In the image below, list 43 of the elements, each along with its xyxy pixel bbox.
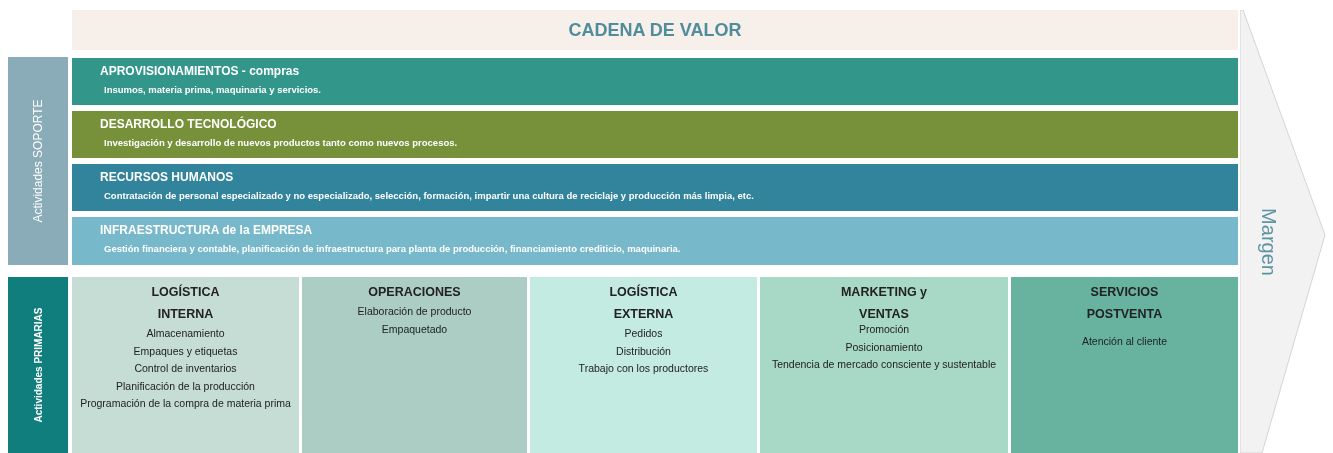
activity-heading: RECURSOS HUMANOS	[100, 170, 234, 184]
activity-item: Elaboración de producto	[357, 304, 472, 319]
activity-item: Tendencia de mercado consciente y sustentable	[771, 357, 997, 372]
margin-label: Margen	[1256, 208, 1280, 276]
band-label: Actividades PRIMARIAS	[32, 307, 44, 423]
side-band	[8, 277, 68, 453]
activity-item: Planificación de la producción	[116, 378, 255, 394]
activity-item: Empaquetado	[381, 321, 448, 337]
activity-item: Programación de la compra de materia prima	[80, 396, 291, 411]
band-label: Actividades SOPORTE	[31, 99, 45, 223]
activity-heading: LOGÍSTICA INTERNA	[150, 283, 221, 323]
support-activity-bar	[72, 217, 1238, 265]
activity-heading: LOGÍSTICA EXTERNA	[608, 283, 679, 323]
activity-item: Promoción	[858, 322, 910, 337]
activity-item: Almacenamiento	[146, 326, 225, 341]
activity-heading: DESARROLLO TECNOLÓGICO	[100, 117, 277, 131]
primary-activity-panel	[1011, 277, 1238, 453]
activity-description: Gestión financiera y contable, planificación de infraestructura para planta de producción, financiamiento crediticio, maquinaria.	[104, 243, 681, 254]
primary-activity-panel	[72, 277, 299, 453]
primary-activity-panel	[530, 277, 757, 453]
diagram-title: CADENA DE VALOR	[72, 10, 1238, 50]
activity-heading: OPERACIONES	[367, 284, 462, 301]
margin-chevron	[1240, 10, 1328, 453]
activity-item: Control de inventarios	[134, 361, 237, 376]
activity-heading: APROVISIONAMIENTOS - compras	[100, 64, 300, 78]
support-activity-bar	[72, 111, 1238, 158]
activity-heading: MARKETING y VENTAS	[839, 284, 929, 323]
activity-heading: INFRAESTRUCTURA de la EMPRESA	[100, 223, 313, 237]
activity-item: Posicionamiento	[845, 339, 923, 355]
activity-description: Investigación y desarrollo de nuevos productos tanto como nuevos procesos.	[104, 137, 458, 148]
support-activity-bar	[72, 164, 1238, 211]
support-activity-bar	[72, 58, 1238, 105]
activity-item: Atención al cliente	[1081, 334, 1168, 349]
activity-item: Trabajo con los productores	[578, 361, 709, 376]
activity-item: Empaques y etiquetas	[133, 343, 238, 359]
activity-description: Contratación de personal especializado y no especializado, selección, formación, impartir una cultura de reciclaje y producción más limpia, etc.	[104, 190, 754, 201]
activity-heading: SERVICIOS POSTVENTA	[1085, 284, 1164, 323]
primary-activity-panel	[760, 277, 1008, 453]
side-band	[8, 57, 68, 265]
activity-description: Insumos, materia prima, maquinaria y servicios.	[104, 84, 321, 95]
activity-item: Distribución	[616, 343, 671, 359]
primary-activity-panel	[302, 277, 527, 453]
activity-item: Pedidos	[624, 326, 663, 341]
